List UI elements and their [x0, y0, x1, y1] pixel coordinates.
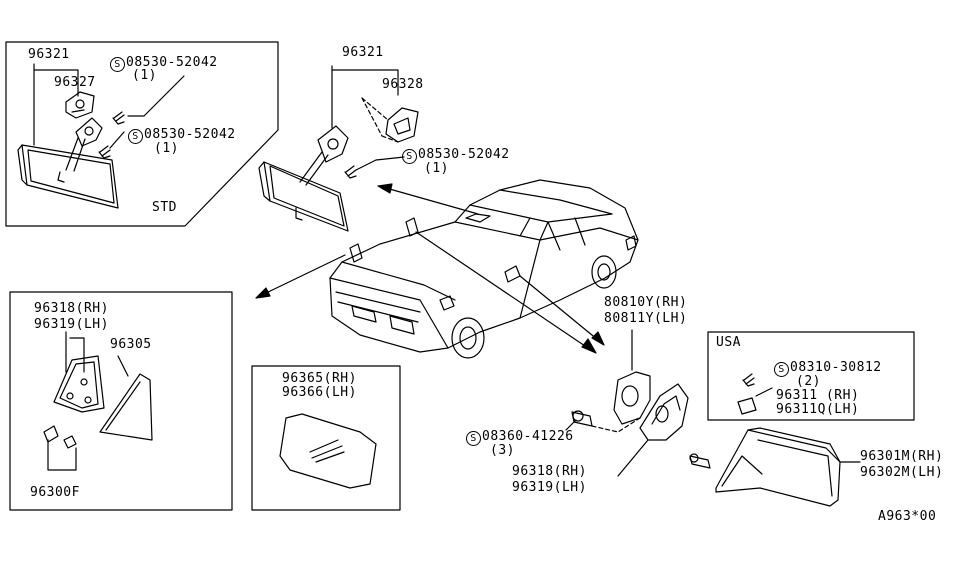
- bracket-lh-part-no: 96319(LH): [512, 480, 587, 495]
- usa-cap-rh-part-no: 96311 (RH): [776, 388, 860, 403]
- bolt-leader: [565, 419, 577, 431]
- alt-leaders: [331, 65, 399, 129]
- usa-title: USA: [716, 335, 741, 350]
- usa-cap: [737, 397, 757, 415]
- bolt-part-no: 08360-41226: [482, 429, 574, 444]
- standard-part-symbol: S: [402, 149, 417, 164]
- usa-screw: [742, 373, 755, 387]
- trim-clip-part-no: 96300F: [30, 485, 80, 500]
- trim-cover-inner: [53, 355, 105, 413]
- std-mirror-base: [65, 91, 95, 119]
- base-rh-part-no: 80810Y(RH): [604, 295, 688, 310]
- bracket-leader: [617, 439, 649, 477]
- mirror-bolt: [689, 453, 711, 469]
- standard-part-symbol: S: [466, 431, 481, 446]
- mirror-glass: [279, 413, 377, 489]
- arrows: [255, 183, 605, 354]
- trim-rh-part-no: 96318(RH): [34, 301, 109, 316]
- trim-leaders: [65, 331, 129, 377]
- std-rearview-mirror: [17, 117, 119, 209]
- usa-cap-lh-part-no: 96311Q(LH): [776, 402, 860, 417]
- std-screw1-leader: [127, 75, 185, 117]
- mirror-base-part-no: 96328: [382, 77, 424, 92]
- mirror-base-96328: [385, 107, 419, 143]
- mirror-bracket: [639, 383, 689, 441]
- bracket-rh-part-no: 96318(RH): [512, 464, 587, 479]
- car-body: [329, 179, 639, 359]
- usa-screw-part-no: 08310-30812: [790, 360, 882, 375]
- bracket-bolt: [571, 410, 593, 427]
- std-title: STD: [152, 200, 177, 215]
- usa-panel-border: [707, 331, 915, 421]
- rearview-mirror: [258, 125, 349, 232]
- outside-mirror: [715, 427, 841, 507]
- glass-panel-border: [251, 365, 401, 511]
- trim-lh-part-no: 96319(LH): [34, 317, 109, 332]
- usa-cap-leader: [755, 387, 773, 397]
- standard-part-symbol: S: [110, 57, 125, 72]
- glass-lh-part-no: 96366(LH): [282, 385, 357, 400]
- std-screw2-leader: [109, 131, 125, 149]
- mirror-base-80810y: [613, 371, 651, 425]
- std-screw1-part-no: 08530-52042: [126, 55, 218, 70]
- alt-screw-leader: [355, 156, 405, 171]
- glass-rh-part-no: 96365(RH): [282, 371, 357, 386]
- base-phantom: [361, 97, 399, 143]
- bolt-phantom: [591, 417, 641, 433]
- mirror-part-no: 96321: [342, 45, 384, 60]
- usa-screw-qty: (2): [796, 374, 821, 389]
- std-base-part-no: 96327: [54, 75, 96, 90]
- std-screw2-qty: (1): [154, 141, 179, 156]
- std-mirror-part-no: 96321: [28, 47, 70, 62]
- alt-screw-qty: (1): [424, 161, 449, 176]
- standard-part-symbol: S: [774, 362, 789, 377]
- std-screw1-qty: (1): [132, 68, 157, 83]
- std-leaders: [33, 63, 79, 146]
- diagram-code: A963*00: [878, 509, 937, 524]
- trim-clips: [43, 425, 77, 449]
- standard-part-symbol: S: [128, 129, 143, 144]
- alt-screw: [344, 165, 357, 179]
- trim-cover-part-no: 96305: [110, 337, 152, 352]
- clip-leader: [47, 439, 77, 471]
- alt-screw-part-no: 08530-52042: [418, 147, 510, 162]
- trim-panel-border: [9, 291, 233, 511]
- bolt-qty: (3): [490, 443, 515, 458]
- mirror-lh-part-no: 96302M(LH): [860, 465, 944, 480]
- mirror-rh-part-no: 96301M(RH): [860, 449, 944, 464]
- std-panel-border: [5, 41, 279, 227]
- std-screw2-part-no: 08530-52042: [144, 127, 236, 142]
- trim-cover-outer: [99, 373, 153, 441]
- base-lh-part-no: 80811Y(LH): [604, 311, 688, 326]
- std-screws: [98, 111, 125, 159]
